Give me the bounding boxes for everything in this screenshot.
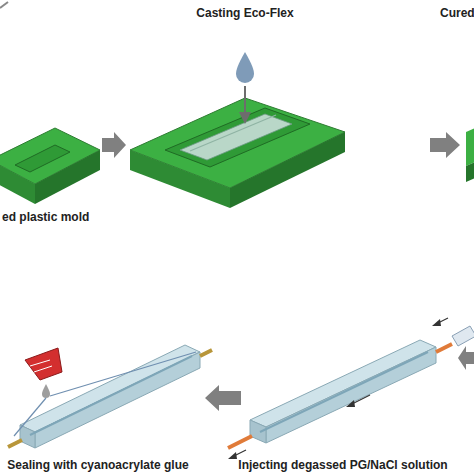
- flow-arrow: [458, 346, 474, 370]
- casting-mold: [130, 52, 345, 208]
- process-step: Casting Eco-Flex: [128, 0, 428, 240]
- process-step: Sealing with cyanoacrylate glue: [0, 300, 203, 474]
- step-caption: Cured: [440, 6, 474, 20]
- step-caption: Injecting degassed PG/NaCl solution: [238, 458, 447, 472]
- step-caption: ed plastic mold: [2, 210, 89, 224]
- flow-arrow: [102, 132, 126, 158]
- injected-sensor: [228, 318, 474, 459]
- process-step: ed plastic mold: [0, 100, 100, 240]
- process-step: Injecting degassed PG/NaCl solution: [243, 300, 474, 474]
- flow-arrow: [205, 385, 241, 411]
- step-caption: Casting Eco-Flex: [196, 6, 293, 20]
- process-step: Cured: [462, 0, 474, 240]
- sealed-sensor: [8, 345, 212, 448]
- step-caption: Sealing with cyanoacrylate glue: [7, 458, 188, 472]
- tool: [0, 2, 8, 8]
- flow-arrow: [430, 132, 460, 158]
- plastic-mold: [0, 128, 100, 204]
- cured-mold: [466, 126, 474, 182]
